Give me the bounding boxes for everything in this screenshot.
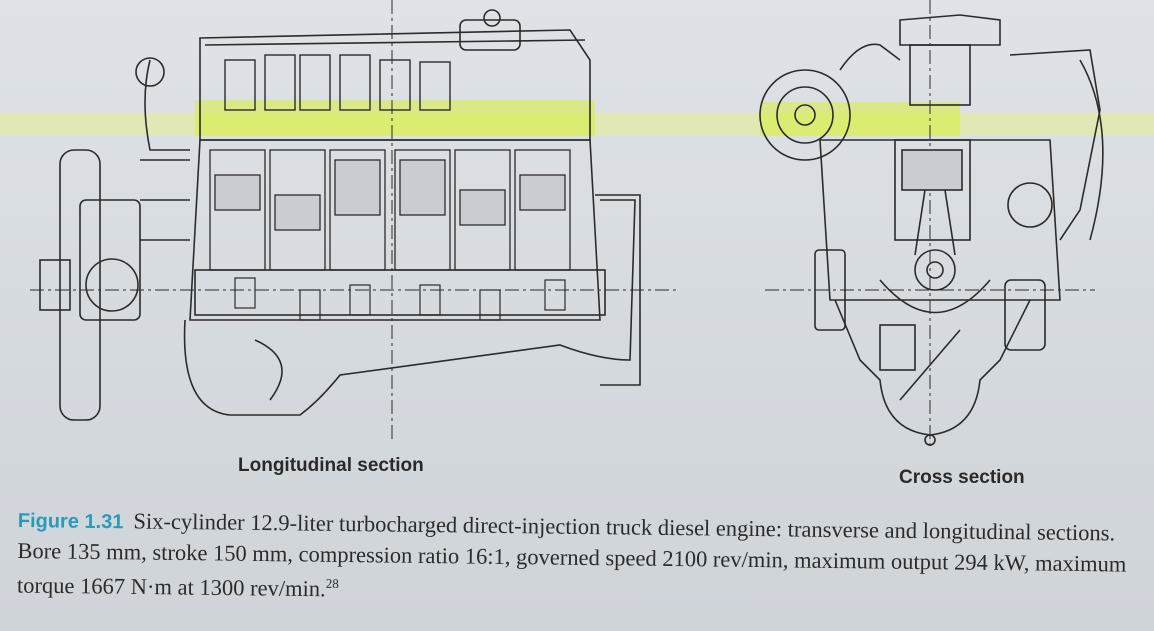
- longitudinal-section-label: Longitudinal section: [238, 455, 424, 476]
- caption-reference: 28: [325, 575, 339, 591]
- engine-figure: [0, 0, 1154, 450]
- highlight-band-cross: [760, 102, 960, 136]
- longitudinal-section-drawing: [30, 0, 680, 440]
- cross-section-label: Cross section: [899, 467, 1025, 488]
- caption-text: Six-cylinder 12.9-liter turbocharged dir…: [16, 508, 1127, 602]
- cross-section-drawing: [759, 0, 1104, 450]
- highlight-band-long: [195, 100, 595, 136]
- figure-number: Figure 1.31: [17, 509, 124, 534]
